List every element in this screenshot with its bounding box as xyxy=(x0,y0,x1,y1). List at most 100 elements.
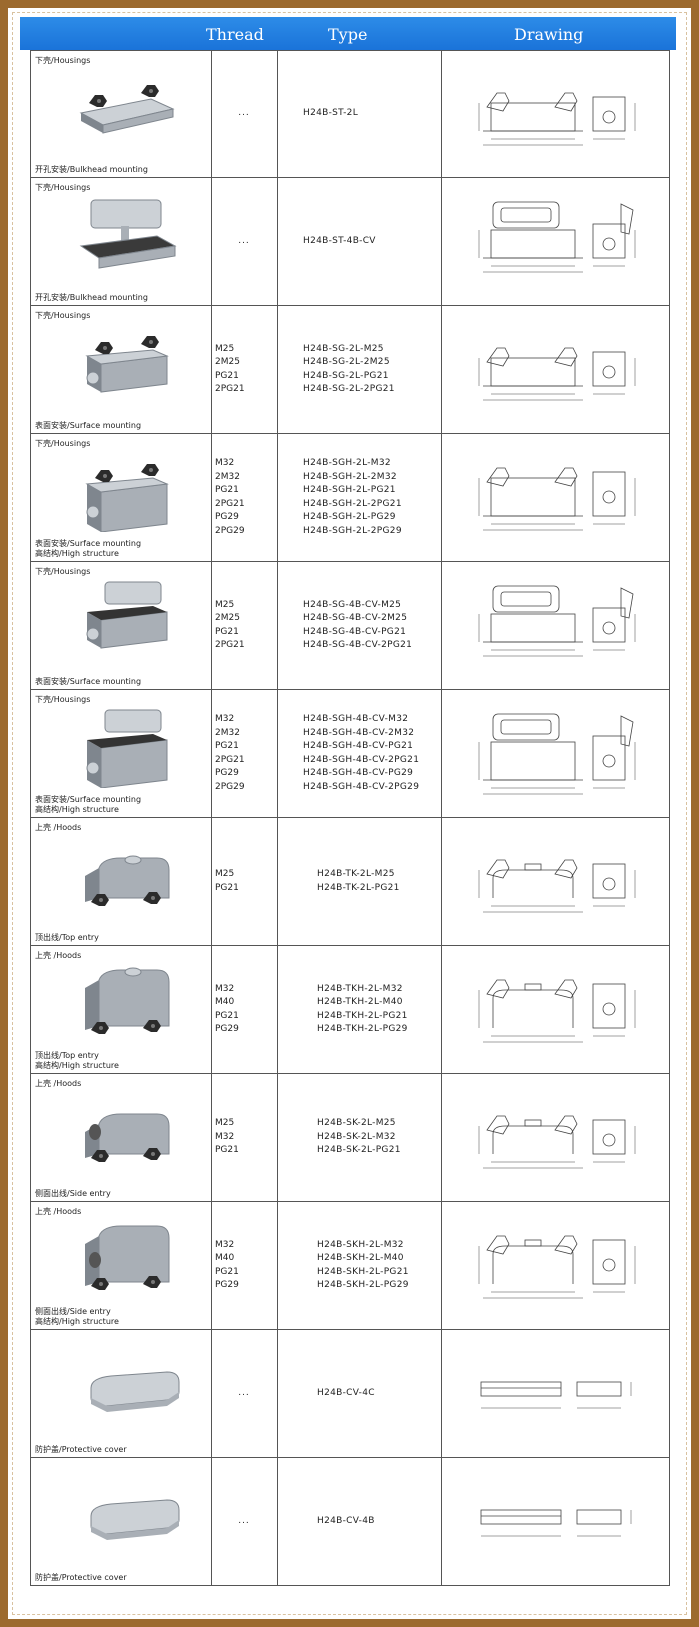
table-row: 防护盖/Protective cover...H24B-CV-4C xyxy=(31,1330,669,1458)
thread-value: M40 xyxy=(215,1253,235,1263)
technical-drawing xyxy=(478,713,636,795)
header-drawing: Drawing xyxy=(514,25,584,44)
thread-value: 2PG21 xyxy=(215,640,245,650)
mounting-label: 表面安装/Surface mounting xyxy=(35,677,141,687)
thread-value: ... xyxy=(238,1515,250,1526)
technical-drawing xyxy=(478,979,636,1043)
type-code: H24B-SGH-2L-M32 xyxy=(303,458,391,468)
product-cell: 防护盖/Protective cover xyxy=(31,1458,212,1585)
mounting-type: 表面安装/Surface mounting xyxy=(35,677,142,686)
type-code: H24B-SGH-4B-CV-PG29 xyxy=(303,768,414,778)
thread-value: M32 xyxy=(215,714,235,724)
technical-drawing xyxy=(478,201,636,273)
mounting-type: 开孔安装/Bulkhead mounting xyxy=(35,293,148,302)
thread-value: M25 xyxy=(215,869,235,879)
type-code: H24B-SG-2L-2PG21 xyxy=(303,384,395,394)
technical-drawing xyxy=(478,92,636,146)
drawing-cell xyxy=(441,434,669,561)
thread-value: PG21 xyxy=(215,741,239,751)
technical-drawing xyxy=(478,1115,636,1169)
product-image xyxy=(85,967,170,1034)
type-code: H24B-TK-2L-M25 xyxy=(317,869,395,879)
type-code: H24B-CV-4B xyxy=(317,1515,375,1526)
type-code: H24B-TKH-2L-M32 xyxy=(317,983,403,994)
type-code: H24B-SKH-2L-M40 xyxy=(317,1253,404,1263)
drawing-cell xyxy=(441,51,669,177)
mounting-type: 侧面出线/Side entry xyxy=(35,1307,111,1316)
thread-value: M40 xyxy=(215,997,235,1007)
type-code: H24B-TKH-2L-M40 xyxy=(317,997,403,1007)
drawing-cell xyxy=(441,306,669,433)
thread-value: M25 xyxy=(215,1118,235,1129)
type-list: H24B-ST-2L xyxy=(277,51,441,177)
mounting-label: 侧面出线/Side entry xyxy=(35,1189,111,1199)
thread-list: ... xyxy=(211,1330,277,1457)
type-code: H24B-SGH-4B-CV-M32 xyxy=(303,714,409,724)
type-code: H24B-SK-2L-M32 xyxy=(317,1131,396,1142)
product-image xyxy=(86,709,168,788)
product-image xyxy=(85,1225,170,1290)
technical-drawing xyxy=(478,1235,636,1299)
thread-cell: ... xyxy=(211,1458,278,1585)
thread-value: PG21 xyxy=(215,1266,239,1277)
type-code: H24B-SKH-2L-PG21 xyxy=(317,1266,409,1277)
structure-type: 高结构/High structure xyxy=(35,549,119,558)
category-label: 下壳/Housings xyxy=(35,56,91,65)
mounting-type: 顶出线/Top entry xyxy=(35,1051,99,1060)
type-code: H24B-SG-4B-CV-M25 xyxy=(303,599,402,610)
thread-value: PG21 xyxy=(215,882,239,893)
product-image xyxy=(85,464,169,532)
thread-value: 2PG21 xyxy=(215,754,245,765)
drawing-cell xyxy=(441,1458,669,1585)
type-code: H24B-SGH-4B-CV-2M32 xyxy=(303,727,415,738)
technical-drawing xyxy=(478,585,636,657)
thread-value: 2M32 xyxy=(215,727,240,738)
thread-value: 2PG29 xyxy=(215,525,245,536)
type-code: H24B-TKH-2L-PG29 xyxy=(317,1024,408,1034)
thread-value: 2M25 xyxy=(215,357,240,367)
type-list: H24B-CV-4B xyxy=(277,1458,441,1585)
type-code: H24B-SGH-2L-2M32 xyxy=(303,471,397,482)
type-code: H24B-SGH-2L-2PG29 xyxy=(303,525,402,536)
technical-drawing xyxy=(480,1381,632,1409)
type-code: H24B-TKH-2L-PG21 xyxy=(317,1010,408,1021)
technical-drawing xyxy=(478,467,636,531)
header-type: Type xyxy=(328,25,368,44)
drawing-cell xyxy=(441,1330,669,1457)
type-code: H24B-SG-2L-PG21 xyxy=(303,370,389,381)
drawing-cell xyxy=(441,178,669,305)
thread-list: ... xyxy=(211,178,277,305)
type-code: H24B-SKH-2L-M32 xyxy=(317,1239,404,1250)
type-list: H24B-CV-4C xyxy=(277,1330,441,1457)
mounting-label: 开孔安装/Bulkhead mounting xyxy=(35,165,148,175)
thread-value: M32 xyxy=(215,1239,235,1250)
